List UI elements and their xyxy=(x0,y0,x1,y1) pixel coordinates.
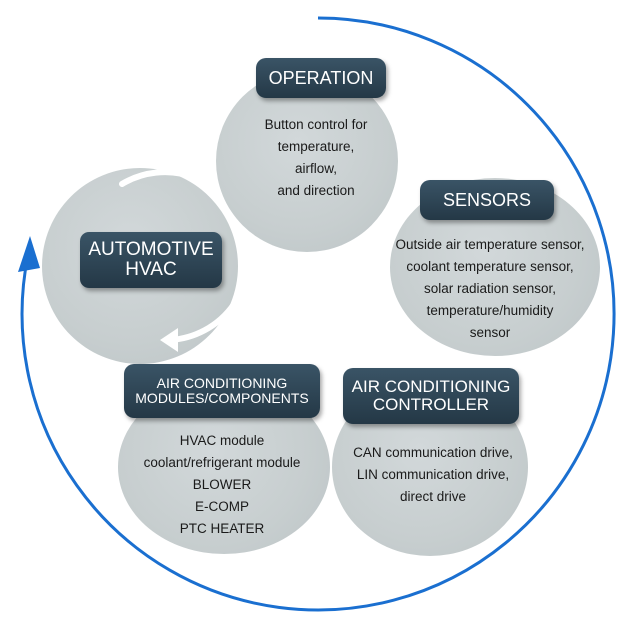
operation-text: Button control for temperature, airflow,… xyxy=(264,117,368,198)
modules-text: HVAC module coolant/refrigerant module B… xyxy=(143,433,301,536)
center-title: AUTOMOTIVE HVAC xyxy=(80,232,222,288)
operation-title: OPERATION xyxy=(256,58,386,98)
sensors-text: Outside air temperature sensor, coolant … xyxy=(395,237,585,340)
modules-title: AIR CONDITIONING MODULES/COMPONENTS xyxy=(124,364,320,418)
controller-title: AIR CONDITIONING CONTROLLER xyxy=(343,368,519,424)
operation-circle xyxy=(216,70,398,252)
outer-cycle-arrowhead xyxy=(18,236,40,272)
sensors-title: SENSORS xyxy=(420,180,554,220)
center-cycle-arrow xyxy=(119,169,238,352)
outer-cycle-arrow xyxy=(20,16,616,612)
controller-text: CAN communication drive, LIN communicati… xyxy=(353,445,513,504)
